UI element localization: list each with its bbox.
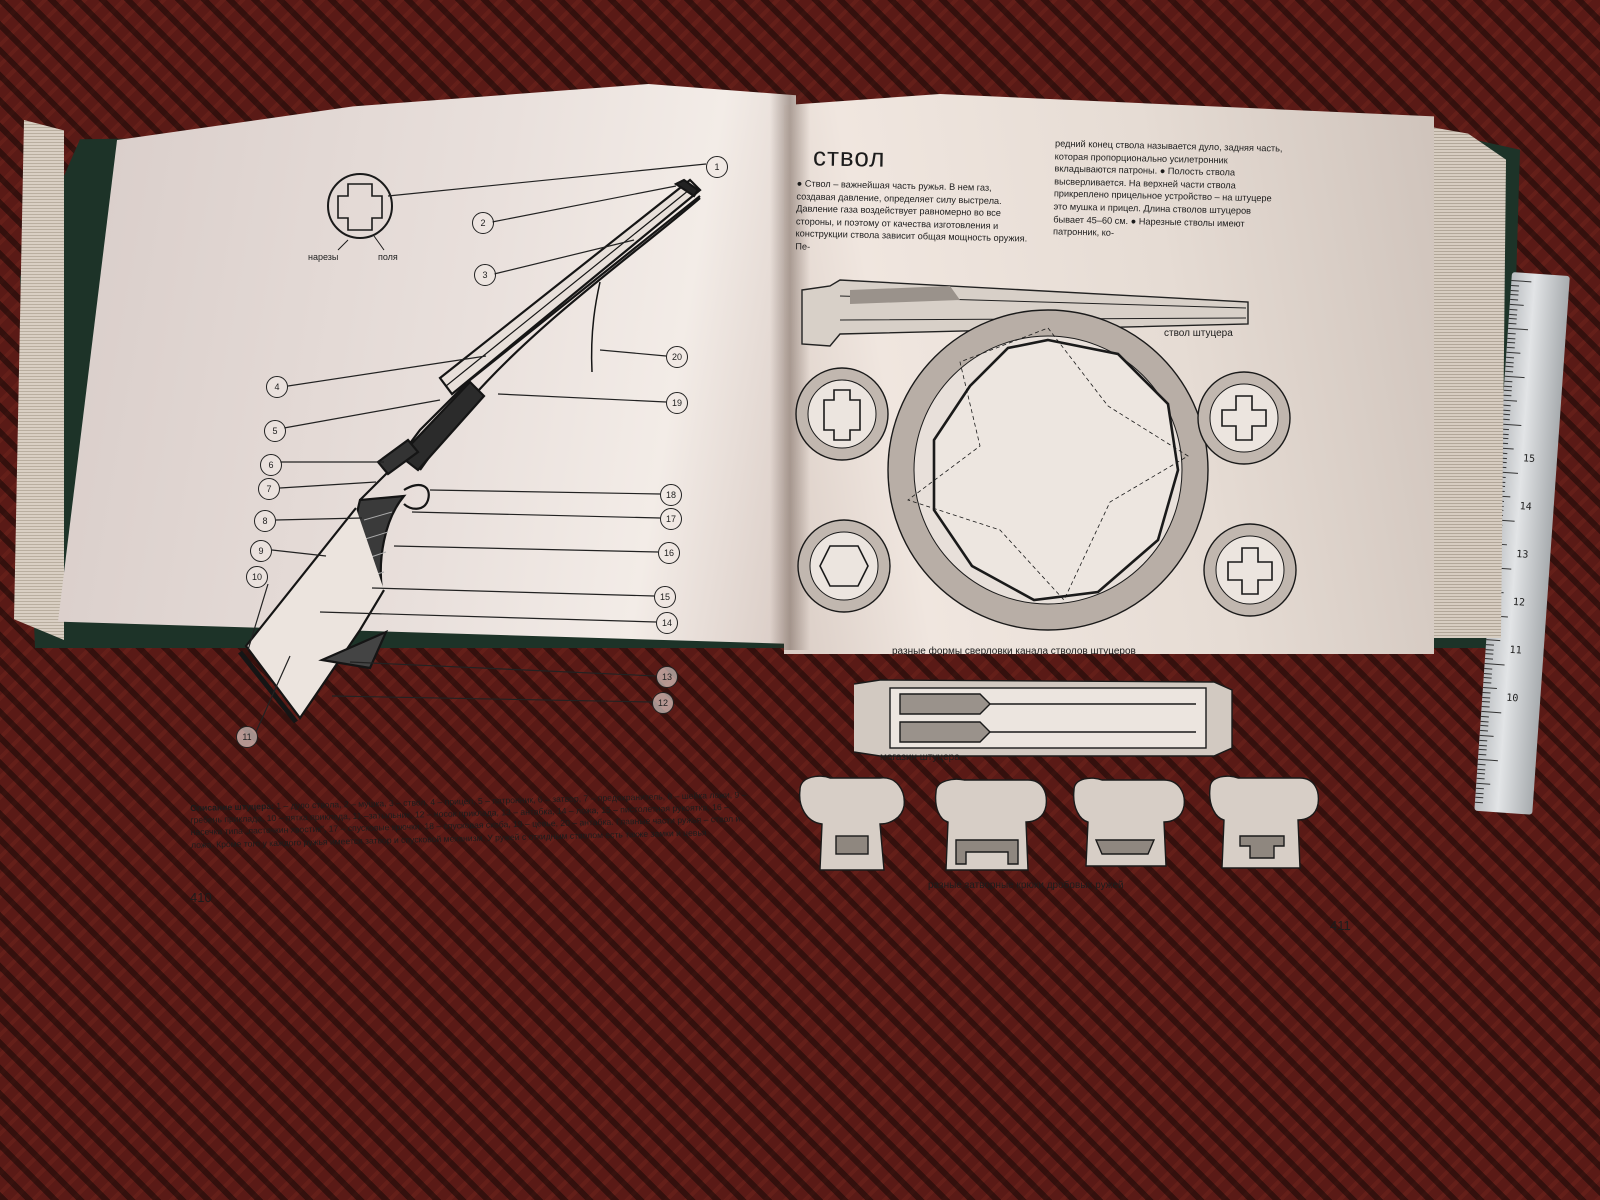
callout-2: 2: [472, 212, 494, 234]
page-number-left: 410: [190, 890, 212, 905]
callout-8: 8: [254, 510, 276, 532]
grooves-label: нарезы: [308, 252, 339, 262]
description-title: Описание штуцера:: [190, 800, 275, 813]
callout-14: 14: [656, 612, 678, 634]
callout-9: 9: [250, 540, 272, 562]
callout-17: 17: [660, 508, 682, 530]
callout-12: 12: [652, 692, 674, 714]
caption-bores: разные формы сверловки канала стволов шт…: [892, 646, 1136, 657]
callout-15: 15: [654, 586, 676, 608]
callout-19: 19: [666, 392, 688, 414]
magazine-illustration: [853, 679, 1233, 757]
callout-leader-lines: [247, 163, 707, 733]
callout-16: 16: [658, 542, 680, 564]
callout-11: 11: [236, 726, 258, 748]
lands-label: поля: [378, 252, 398, 262]
caption-magazine: магазин штуцера: [880, 752, 960, 763]
caption-hooks: разные затворные крюки дробовых ружей: [928, 880, 1124, 891]
callout-6: 6: [260, 454, 282, 476]
text-column-1: ● Ствол – важнейшая часть ружья. В нем г…: [795, 178, 1028, 252]
callout-10: 10: [246, 566, 268, 588]
callout-20: 20: [666, 346, 688, 368]
rifle-illustration: [238, 178, 702, 724]
hooks-illustration: [799, 775, 1320, 871]
callout-3: 3: [474, 264, 496, 286]
callout-7: 7: [258, 478, 280, 500]
callout-1: 1: [706, 156, 728, 178]
callout-13: 13: [656, 666, 678, 688]
callout-18: 18: [660, 484, 682, 506]
caption-barrel: ствол штуцера: [1164, 328, 1233, 339]
bore-shapes-illustration: [795, 309, 1297, 631]
page-number-right: 411: [1330, 918, 1351, 933]
chapter-title: ствол: [812, 141, 886, 173]
text-column-2: редний конец ствола называется дуло, зад…: [1052, 138, 1283, 238]
page-stack-left: [14, 120, 64, 640]
callout-4: 4: [266, 376, 288, 398]
callout-5: 5: [264, 420, 286, 442]
bore-cross-section-illustration: [327, 173, 393, 251]
